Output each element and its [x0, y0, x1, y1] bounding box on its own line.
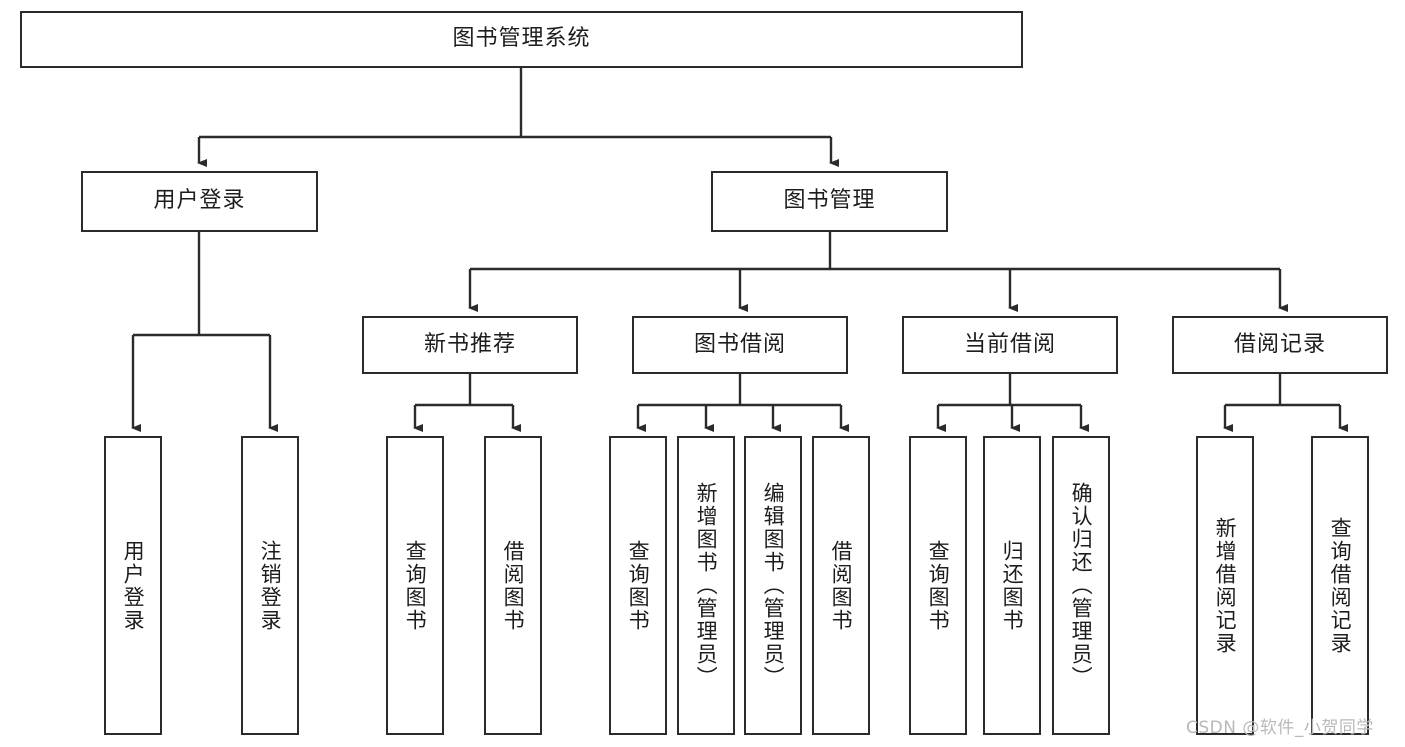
leaf-add-book-admin-label: 新增图书（管理员） — [694, 482, 719, 689]
leaf-edit-book-admin-label: 编辑图书（管理员） — [761, 482, 786, 689]
node-current-borrow[interactable]: 当前借阅 — [902, 316, 1118, 374]
node-book-management-label: 图书管理 — [783, 188, 876, 214]
watermark: CSDN @软件_小贺同学 — [1186, 718, 1374, 738]
leaf-borrow-books-rec[interactable]: 借阅图书 — [484, 436, 542, 735]
leaf-add-borrow-record[interactable]: 新增借阅记录 — [1196, 436, 1254, 735]
leaf-query-books-borrow-label: 查询图书 — [626, 539, 651, 632]
leaf-user-login-label: 用户登录 — [121, 539, 146, 632]
node-root-label: 图书管理系统 — [452, 26, 591, 52]
node-new-book-recommend[interactable]: 新书推荐 — [362, 316, 578, 374]
leaf-query-books-rec[interactable]: 查询图书 — [386, 436, 444, 735]
leaf-query-books-borrow[interactable]: 查询图书 — [609, 436, 667, 735]
node-current-borrow-label: 当前借阅 — [963, 331, 1056, 357]
leaf-query-borrow-record[interactable]: 查询借阅记录 — [1311, 436, 1369, 735]
leaf-query-books-current[interactable]: 查询图书 — [909, 436, 967, 735]
node-user-login[interactable]: 用户登录 — [81, 171, 318, 232]
leaf-confirm-return-admin[interactable]: 确认归还（管理员） — [1052, 436, 1110, 735]
node-book-borrow-label: 图书借阅 — [693, 331, 786, 357]
node-borrow-record[interactable]: 借阅记录 — [1172, 316, 1388, 374]
leaf-logout-label: 注销登录 — [258, 539, 283, 632]
leaf-return-books[interactable]: 归还图书 — [983, 436, 1041, 735]
leaf-add-borrow-record-label: 新增借阅记录 — [1213, 516, 1238, 655]
leaf-borrow-books-label: 借阅图书 — [829, 539, 854, 632]
node-user-login-label: 用户登录 — [153, 188, 246, 214]
node-new-book-recommend-label: 新书推荐 — [423, 331, 516, 357]
leaf-confirm-return-admin-label: 确认归还（管理员） — [1069, 482, 1094, 689]
leaf-query-books-current-label: 查询图书 — [926, 539, 951, 632]
leaf-add-book-admin[interactable]: 新增图书（管理员） — [677, 436, 735, 735]
leaf-logout[interactable]: 注销登录 — [241, 436, 299, 735]
node-book-management[interactable]: 图书管理 — [711, 171, 948, 232]
leaf-return-books-label: 归还图书 — [1000, 539, 1025, 632]
leaf-user-login[interactable]: 用户登录 — [104, 436, 162, 735]
leaf-query-borrow-record-label: 查询借阅记录 — [1328, 516, 1353, 655]
node-book-borrow[interactable]: 图书借阅 — [632, 316, 848, 374]
node-borrow-record-label: 借阅记录 — [1233, 331, 1326, 357]
node-root[interactable]: 图书管理系统 — [20, 11, 1023, 68]
leaf-query-books-rec-label: 查询图书 — [403, 539, 428, 632]
leaf-borrow-books[interactable]: 借阅图书 — [812, 436, 870, 735]
leaf-borrow-books-rec-label: 借阅图书 — [501, 539, 526, 632]
leaf-edit-book-admin[interactable]: 编辑图书（管理员） — [744, 436, 802, 735]
